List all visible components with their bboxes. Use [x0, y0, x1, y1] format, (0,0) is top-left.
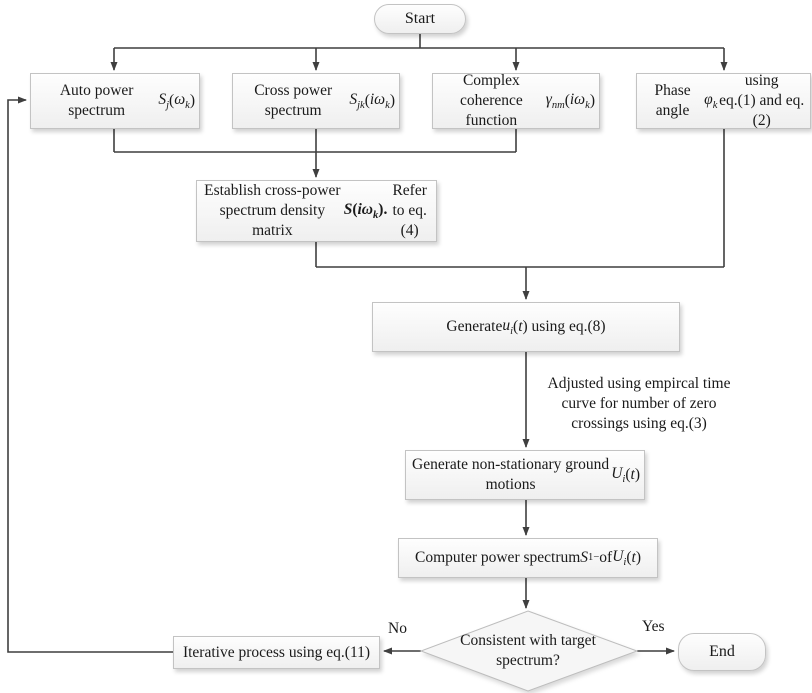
node-end: End: [678, 633, 766, 671]
edge-label-no: No: [388, 620, 407, 637]
edge-label-yes: Yes: [642, 618, 665, 635]
node-iterative-process: Iterative process using eq.(11): [173, 636, 380, 669]
edge-feedback-loop: [7, 96, 173, 653]
decision-diamond-shape: [419, 610, 639, 692]
node-establish-matrix: Establish cross-power spectrum density m…: [196, 180, 437, 242]
node-generate-u: Generate ui(t) using eq.(8): [372, 302, 680, 352]
node-generate-nonstationary: Generate non-stationary ground motions U…: [405, 450, 645, 500]
annotation-adjust-note: Adjusted using empircal time curve for n…: [547, 375, 731, 432]
node-decision-label: Consistent with target spectrum?: [460, 632, 596, 669]
node-start: Start: [374, 4, 466, 34]
